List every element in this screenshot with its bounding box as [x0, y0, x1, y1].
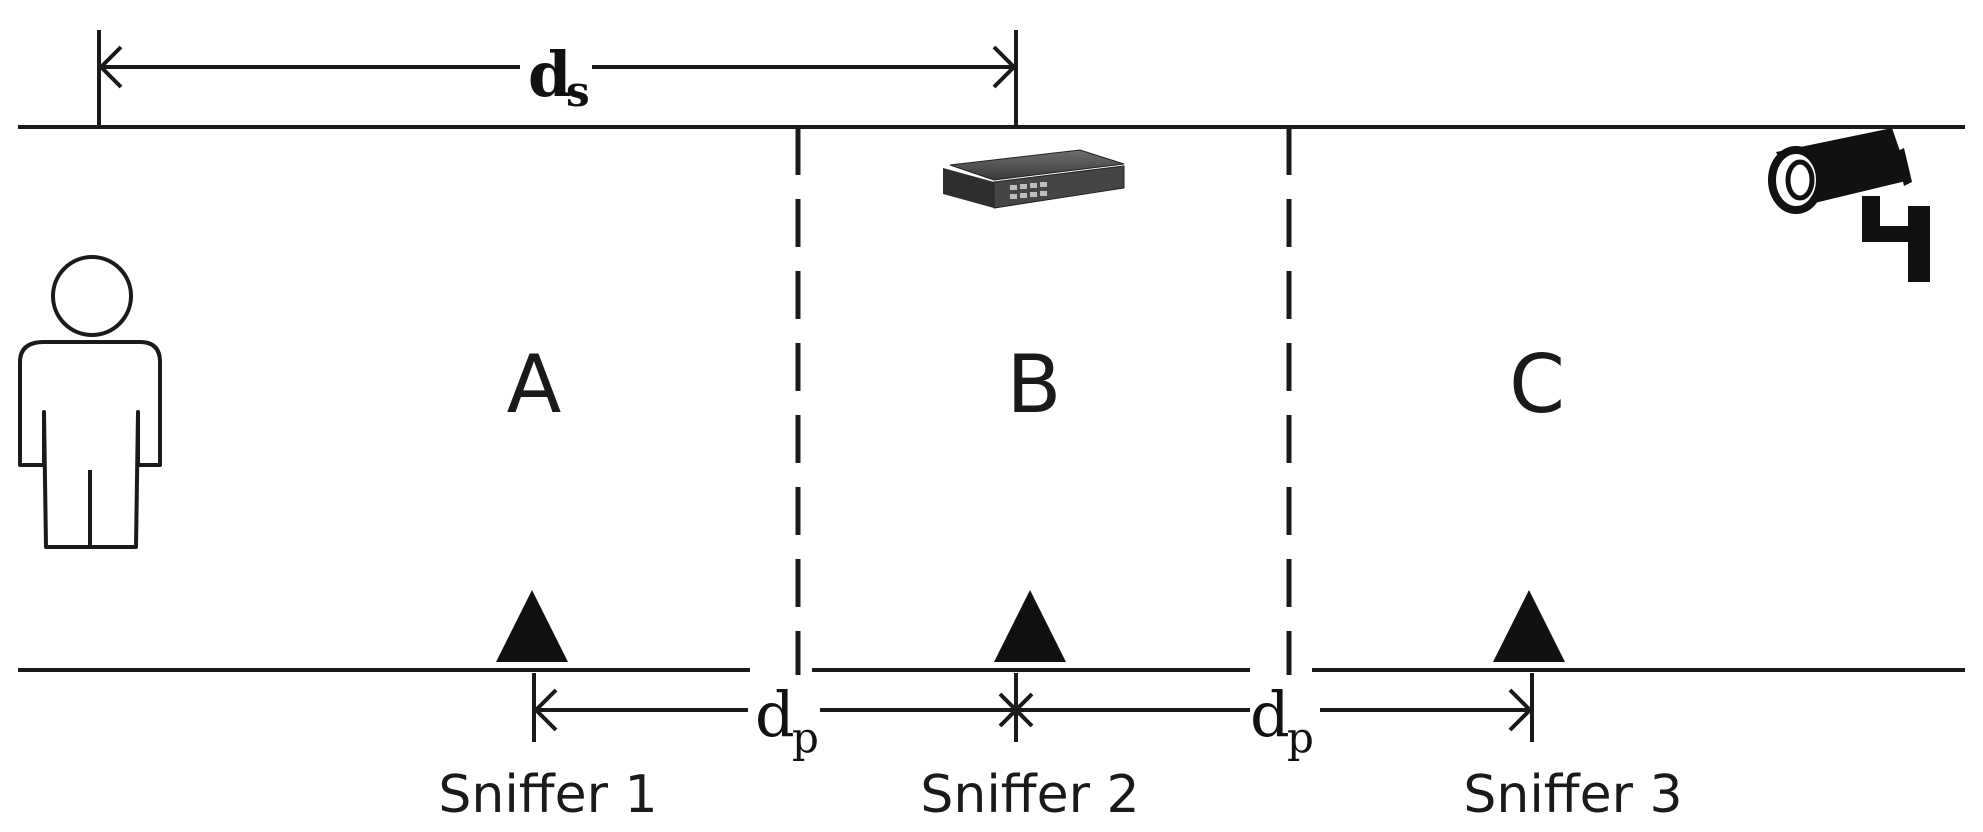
- sniffer-label-3: Sniffer 3: [1463, 765, 1682, 825]
- sniffer-label-2: Sniffer 2: [920, 765, 1139, 825]
- zone-label-a: A: [507, 338, 562, 431]
- dp-subscript-2: p: [1287, 713, 1314, 762]
- network-switch-icon: [943, 149, 1125, 209]
- sniffer-3-triangle-marker-icon: [1493, 590, 1565, 662]
- ds-dimension: [97, 30, 1018, 127]
- person-icon: [18, 255, 162, 549]
- zone-label-b: B: [1007, 338, 1062, 431]
- sniffer-label-1: Sniffer 1: [438, 765, 657, 825]
- dp-label-2: d: [1250, 678, 1290, 751]
- dp-dimension-2: [1030, 673, 1534, 742]
- dp-dimension-1: [532, 673, 1034, 742]
- zone-label-c: C: [1509, 338, 1565, 431]
- security-camera-icon: [1768, 128, 1930, 282]
- dp-subscript-1: p: [792, 713, 819, 762]
- dp-label-1: d: [755, 678, 795, 751]
- ds-subscript: s: [566, 67, 590, 116]
- sniffer-2-triangle-marker-icon: [994, 590, 1066, 662]
- sniffer-1-triangle-marker-icon: [496, 590, 568, 662]
- ds-label: d: [528, 38, 571, 111]
